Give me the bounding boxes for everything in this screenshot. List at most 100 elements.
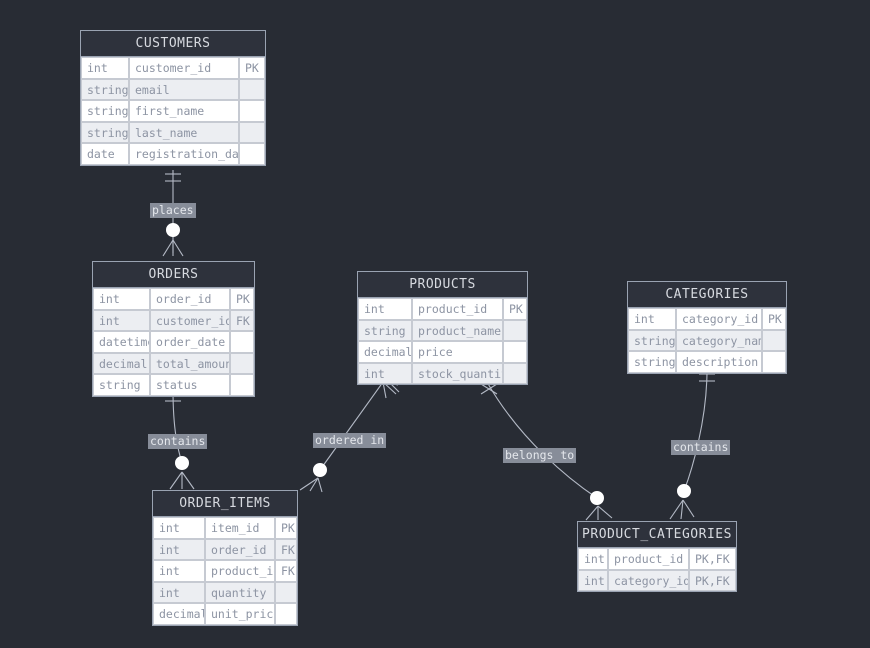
- attribute-type: string: [628, 351, 676, 373]
- attribute-name: category_id: [676, 308, 762, 330]
- attribute-name: category_name: [676, 329, 762, 351]
- attribute-type: int: [153, 517, 205, 539]
- attribute-type: int: [358, 298, 412, 320]
- attribute-name: price: [412, 341, 503, 363]
- relationship-label-belongs-to: belongs to: [503, 448, 577, 463]
- relationship-label-places: places: [150, 203, 196, 218]
- attribute-name: customer_id: [129, 57, 239, 79]
- attribute-type: string: [81, 100, 129, 122]
- attribute-type: date: [81, 143, 129, 165]
- relationship-label-contains-pc: contains: [671, 440, 731, 455]
- relationship-label-ordered-in: ordered in: [313, 433, 387, 448]
- attribute-key: FK: [275, 560, 297, 582]
- attribute-key: PK,FK: [689, 548, 736, 570]
- attribute-type: string: [358, 319, 412, 341]
- attribute-type: int: [153, 560, 205, 582]
- relationship-label-contains-oi: contains: [148, 434, 208, 449]
- attribute-key: FK: [230, 309, 254, 331]
- entity-title-orders: ORDERS: [93, 262, 254, 288]
- attribute-name: description: [676, 351, 762, 373]
- attribute-name: email: [129, 78, 239, 100]
- entity-title-order_items: ORDER_ITEMS: [153, 491, 297, 517]
- attribute-type: string: [93, 374, 150, 396]
- attribute-type: int: [93, 309, 150, 331]
- attribute-type: string: [81, 121, 129, 143]
- attribute-type: int: [93, 288, 150, 310]
- entity-title-categories: CATEGORIES: [628, 282, 786, 308]
- attribute-key: [762, 351, 786, 373]
- attribute-key: [239, 143, 265, 165]
- attribute-key: [230, 331, 254, 353]
- attribute-key: PK: [239, 57, 265, 79]
- attribute-key: [503, 341, 527, 363]
- attribute-key: FK: [275, 538, 297, 560]
- attribute-key: [762, 329, 786, 351]
- attribute-type: int: [358, 362, 412, 384]
- attribute-key: [239, 100, 265, 122]
- attribute-name: customer_id: [150, 309, 230, 331]
- attribute-key: [503, 362, 527, 384]
- attribute-type: int: [153, 581, 205, 603]
- attribute-type: int: [578, 548, 608, 570]
- attribute-type: int: [153, 538, 205, 560]
- attribute-type: string: [81, 78, 129, 100]
- attribute-type: decimal: [93, 352, 150, 374]
- attribute-key: [239, 121, 265, 143]
- attribute-key: [503, 319, 527, 341]
- attribute-name: product_id: [205, 560, 275, 582]
- attribute-type: int: [578, 569, 608, 591]
- attribute-name: last_name: [129, 121, 239, 143]
- attribute-key: [230, 374, 254, 396]
- attribute-name: unit_price: [205, 603, 275, 625]
- attribute-name: order_id: [205, 538, 275, 560]
- attribute-name: status: [150, 374, 230, 396]
- attribute-type: decimal: [358, 341, 412, 363]
- attribute-type: decimal: [153, 603, 205, 625]
- attribute-key: [275, 581, 297, 603]
- attribute-key: PK: [503, 298, 527, 320]
- attribute-name: product_id: [412, 298, 503, 320]
- attribute-name: category_id: [608, 569, 689, 591]
- attribute-type: int: [628, 308, 676, 330]
- attribute-name: item_id: [205, 517, 275, 539]
- attribute-key: PK: [762, 308, 786, 330]
- attribute-name: first_name: [129, 100, 239, 122]
- attribute-name: product_name: [412, 319, 503, 341]
- entity-title-product_categories: PRODUCT_CATEGORIES: [578, 522, 736, 548]
- entity-title-products: PRODUCTS: [358, 272, 527, 298]
- attribute-type: string: [628, 329, 676, 351]
- attribute-key: [230, 352, 254, 374]
- attribute-name: stock_quantity: [412, 362, 503, 384]
- attribute-name: total_amount: [150, 352, 230, 374]
- attribute-key: PK: [275, 517, 297, 539]
- attribute-name: product_id: [608, 548, 689, 570]
- attribute-key: PK: [230, 288, 254, 310]
